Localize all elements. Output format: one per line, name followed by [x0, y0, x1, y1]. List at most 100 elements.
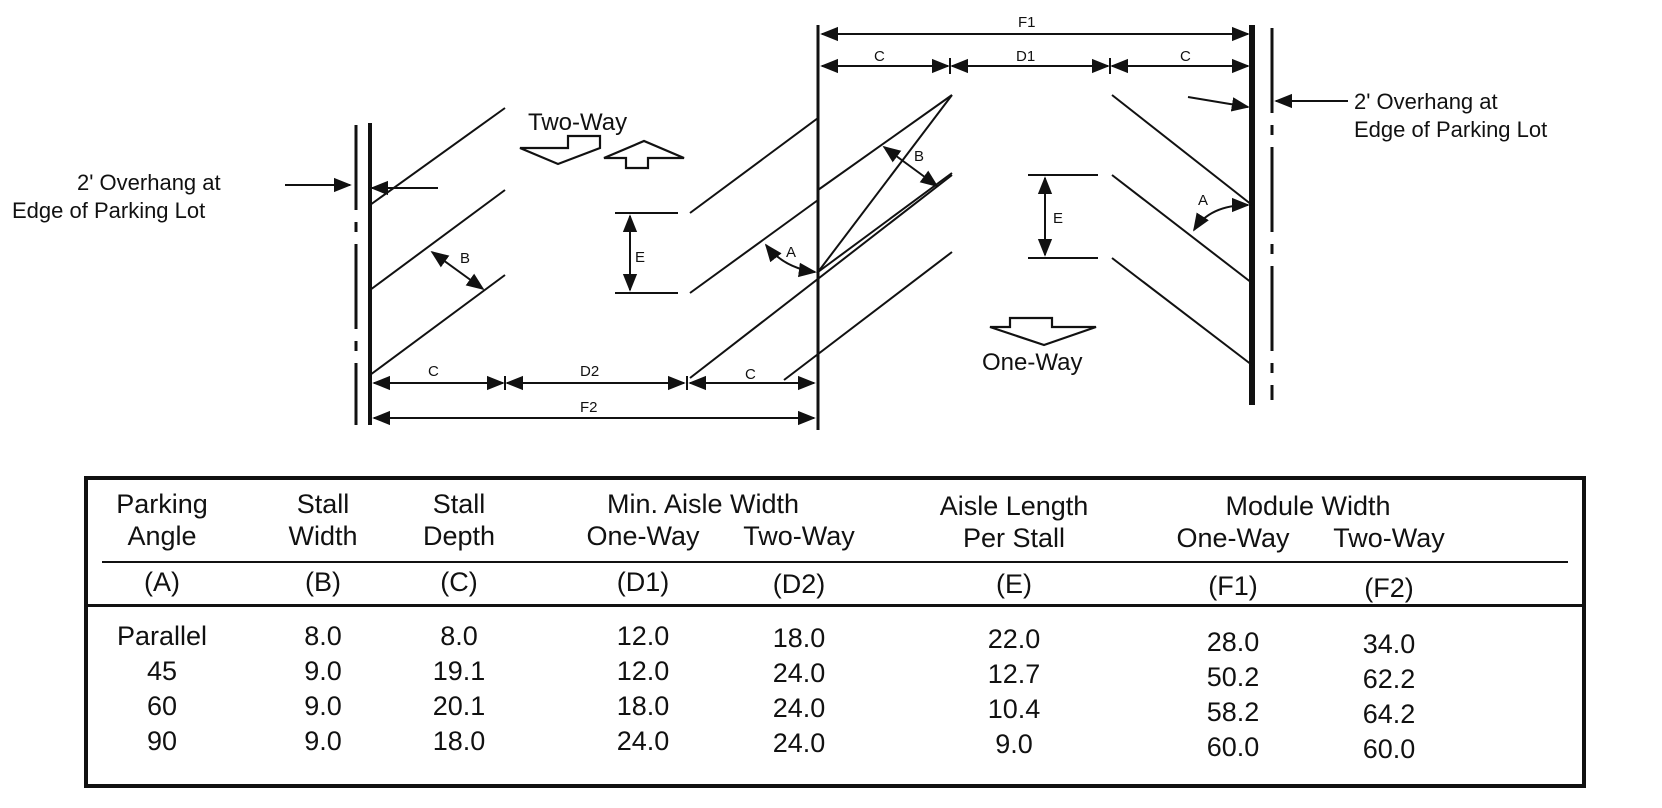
table-cell: 62.2	[1362, 664, 1416, 694]
overhang-left-line1: 2' Overhang at	[77, 170, 221, 195]
table-cell: 9.0	[304, 691, 342, 721]
header-aisle-one-way: One-Way	[586, 521, 700, 551]
table-cell: 9.0	[304, 726, 342, 756]
table-cell: 24.0	[616, 726, 670, 756]
angle-arc-right	[1193, 197, 1250, 232]
table-cell: 45	[146, 656, 178, 686]
b-label: B	[460, 250, 470, 267]
header-module: Module Width	[1225, 491, 1391, 521]
code-f1: (F1)	[1208, 571, 1258, 601]
code-d1: (D1)	[616, 567, 670, 597]
code-f2: (F2)	[1364, 573, 1414, 603]
dim-b-center	[882, 145, 939, 188]
table-cell: 18.0	[616, 691, 670, 721]
parking-layout-diagram: Two-Way One-Way 2' Overhang at Edge of P…	[12, 14, 1547, 430]
c-label: C	[428, 363, 439, 380]
stall-line	[817, 94, 953, 191]
one-way-label: One-Way	[982, 349, 1082, 376]
table-cell: 22.0	[987, 624, 1041, 654]
stall-line	[369, 107, 506, 206]
table-cell: 64.2	[1362, 699, 1416, 729]
arrow-down-icon	[519, 134, 602, 166]
code-d2: (D2)	[772, 569, 826, 599]
table-cell: 12.7	[987, 659, 1041, 689]
stall-line	[817, 172, 953, 273]
c-label: C	[874, 48, 885, 65]
c-label: C	[745, 366, 756, 383]
header-divider	[102, 561, 1568, 563]
table-cell: Parallel	[116, 621, 208, 651]
overhang-left-line2: Edge of Parking Lot	[12, 198, 205, 223]
a-label: A	[786, 244, 796, 261]
col-d2: 18.0 24.0 24.0 24.0	[724, 621, 874, 761]
table-cell: 90	[146, 726, 178, 756]
stall-line	[817, 94, 953, 273]
header-aisle-two-way: Two-Way	[743, 521, 855, 551]
stall-line	[689, 174, 953, 379]
col-stall-width: 8.0 9.0 9.0 9.0	[268, 619, 378, 759]
table-cell: 34.0	[1362, 629, 1416, 659]
table-cell: 60.0	[1362, 734, 1416, 764]
stall-line	[369, 274, 506, 376]
table-cell: 28.0	[1206, 627, 1260, 657]
header-min-aisle: Min. Aisle Width	[606, 489, 800, 519]
e-label: E	[1053, 210, 1063, 227]
code-b: (B)	[305, 567, 341, 597]
table-cell: 60	[146, 691, 178, 721]
header-module-one-way: One-Way	[1176, 523, 1290, 553]
table-cell: 58.2	[1206, 697, 1260, 727]
col-f2: 34.0 62.2 64.2 60.0	[1314, 627, 1464, 767]
stall-line	[1111, 174, 1253, 284]
stall-line	[1111, 257, 1253, 366]
col-stall-depth: 8.0 19.1 20.1 18.0	[404, 619, 514, 759]
code-c: (C)	[440, 567, 478, 597]
overhang-right-line2: Edge of Parking Lot	[1354, 117, 1547, 142]
code-e: (E)	[996, 569, 1032, 599]
two-way-label: Two-Way	[528, 109, 627, 136]
table-cell: 12.0	[616, 656, 670, 686]
stall-line	[369, 189, 506, 291]
col-f1: 28.0 50.2 58.2 60.0	[1158, 625, 1308, 765]
angle-arc-left	[764, 243, 817, 278]
table-cell: 9.0	[304, 656, 342, 686]
overhang-right-line1: 2' Overhang at	[1354, 89, 1498, 114]
c-label: C	[1180, 48, 1191, 65]
dim-b-left	[430, 250, 485, 291]
table-cell: 12.0	[616, 621, 670, 651]
header-module-two-way: Two-Way	[1333, 523, 1445, 553]
stall-line	[783, 251, 953, 381]
table-cell: 50.2	[1206, 662, 1260, 692]
table-cell: 8.0	[304, 621, 342, 651]
f1-label: F1	[1018, 14, 1036, 31]
table-cell: 18.0	[432, 726, 486, 756]
arrow-down-icon	[989, 316, 1097, 347]
e-label: E	[635, 249, 645, 266]
col-e: 22.0 12.7 10.4 9.0	[914, 622, 1114, 762]
table-cell: 24.0	[772, 728, 826, 758]
stall-line	[689, 117, 819, 214]
table-cell: 10.4	[987, 694, 1041, 724]
b-label: B	[914, 148, 924, 165]
code-divider	[88, 604, 1582, 607]
table-cell: 9.0	[995, 729, 1033, 759]
table-cell: 20.1	[432, 691, 486, 721]
table-cell: 60.0	[1206, 732, 1260, 762]
table-cell: 24.0	[772, 658, 826, 688]
table-cell: 19.1	[432, 656, 486, 686]
col-d1: 12.0 12.0 18.0 24.0	[568, 619, 718, 759]
arrow-up-icon	[603, 139, 685, 170]
code-a: (A)	[144, 567, 180, 597]
col-angle: Parallel 45 60 90	[102, 619, 222, 759]
table-cell: 18.0	[772, 623, 826, 653]
a-label: A	[1198, 192, 1208, 209]
d2-label: D2	[580, 363, 599, 380]
f2-label: F2	[580, 399, 598, 416]
stall-line	[1111, 94, 1253, 206]
table-cell: 8.0	[440, 621, 478, 651]
table-cell: 24.0	[772, 693, 826, 723]
